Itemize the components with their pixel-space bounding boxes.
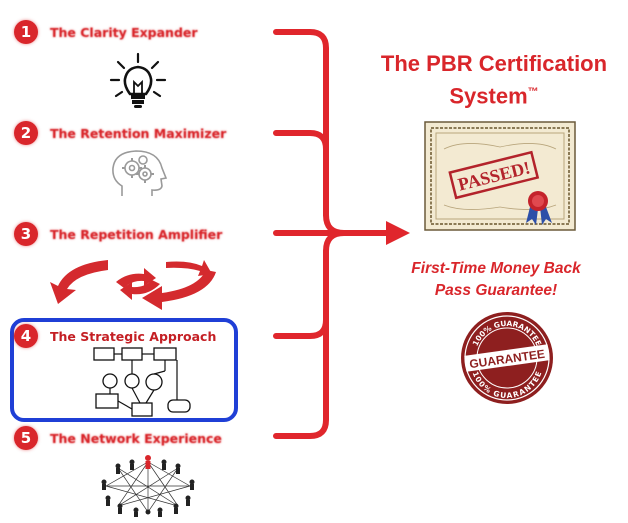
step-label: The Network Experience [50,430,222,446]
certification-title-line2: System [449,83,528,109]
certification-title-line1: The PBR Certification [380,51,608,76]
step-1: 1 The Clarity Expander [14,19,198,45]
step-label: The Repetition Amplifier [50,226,223,242]
guarantee-seal-icon: 100% GUARANTEE 100% GUARANTEE GUARANTEE [461,312,553,404]
step-number-badge: 5 [14,426,38,450]
step-number-badge: 4 [14,324,38,348]
arrow-right-icon [386,221,410,245]
network-people-icon [101,455,195,517]
guarantee-line2: Pass Guarantee! [434,282,558,299]
circular-arrows-icon [50,260,216,310]
head-gears-icon [112,150,168,196]
step-label: The Clarity Expander [50,24,198,40]
step-number-badge: 2 [14,121,38,145]
trademark-mark: ™ [527,86,539,98]
certification-title: The PBR Certification System™ [362,50,626,110]
certificate-icon: PASSED! [424,121,576,231]
lightbulb-icon [109,52,167,108]
step-4: 4 The Strategic Approach [14,323,216,349]
ribbon-seal-icon [526,191,552,225]
guarantee-text: First-Time Money Back Pass Guarantee! [380,258,612,302]
step-label: The Retention Maximizer [50,125,227,141]
certification-title-line2-wrap: System™ [362,78,626,110]
step-3: 3 The Repetition Amplifier [14,221,222,247]
step-number-badge: 1 [14,20,38,44]
step-number-badge: 3 [14,222,38,246]
step-5: 5 The Network Experience [14,425,222,451]
guarantee-line1: First-Time Money Back [411,260,581,277]
step-label: The Strategic Approach [50,328,217,344]
step-2: 2 The Retention Maximizer [14,120,226,146]
flowchart-icon [93,347,191,417]
